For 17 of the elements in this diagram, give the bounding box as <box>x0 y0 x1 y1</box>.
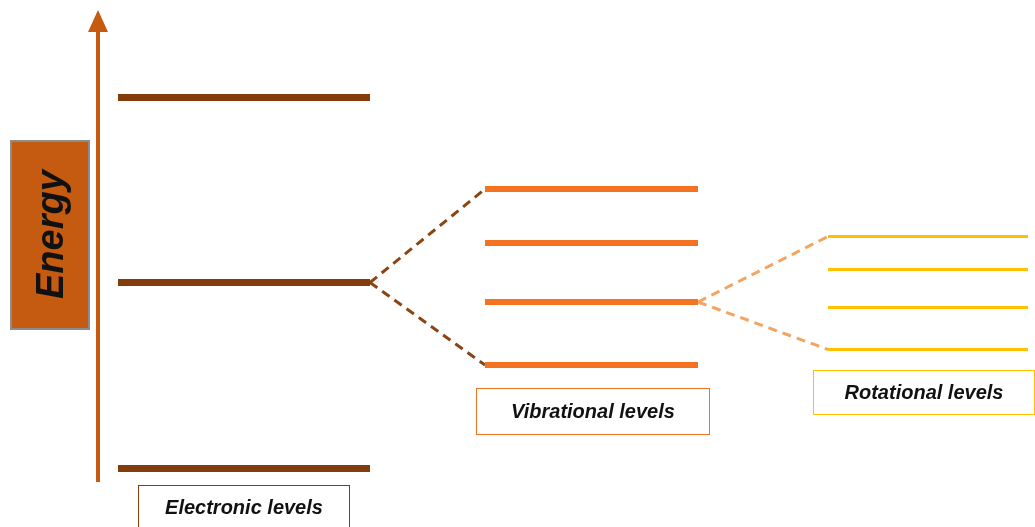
dashed-connector <box>697 235 829 304</box>
axis-title: Energy <box>10 140 90 330</box>
level-bar <box>828 268 1028 271</box>
level-bar <box>118 94 370 101</box>
level-bar <box>118 465 370 472</box>
level-bar <box>485 186 698 192</box>
dashed-connector <box>697 300 829 351</box>
level-bar <box>485 240 698 246</box>
level-label: Rotational levels <box>813 370 1035 415</box>
level-label: Electronic levels <box>138 485 350 527</box>
level-bar <box>828 348 1028 351</box>
level-bar <box>828 306 1028 309</box>
level-bar <box>485 299 698 305</box>
level-label: Vibrational levels <box>476 388 710 435</box>
level-bar <box>485 362 698 368</box>
level-bar <box>828 235 1028 238</box>
level-bar <box>118 279 370 286</box>
